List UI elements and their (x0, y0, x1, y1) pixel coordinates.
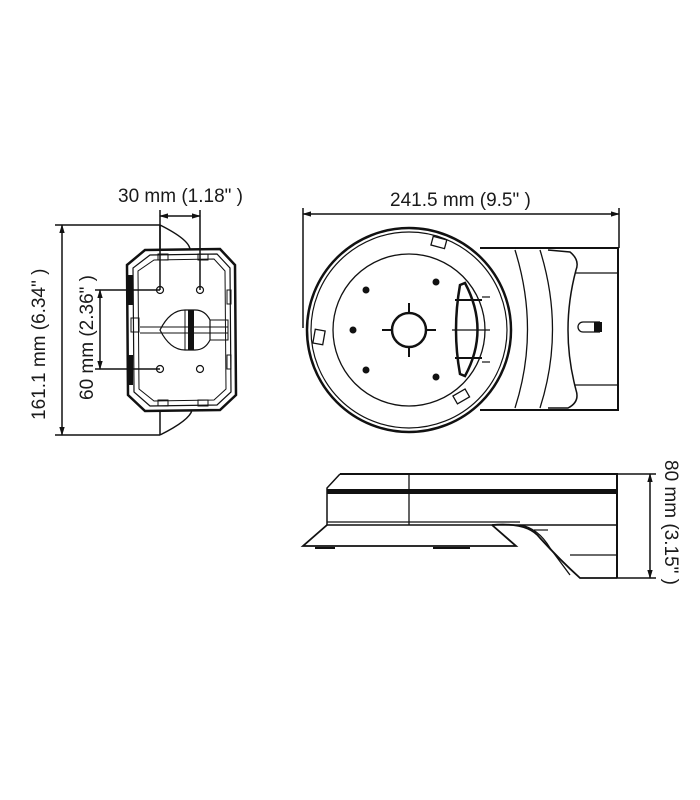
overall-length-label: 241.5 mm (9.5" ) (390, 190, 531, 211)
overall-height-label: 80 mm (3.15" ) (660, 460, 681, 585)
top-view-dimensions (302, 208, 620, 328)
rear-view-dimensions (55, 210, 201, 436)
hole-spacing-vertical-label: 60 mm (2.36" ) (77, 275, 98, 400)
side-view-dimensions (617, 473, 656, 579)
hole-spacing-horizontal-label: 30 mm (1.18" ) (118, 186, 243, 207)
side-view (300, 473, 618, 579)
rear-view (125, 224, 238, 436)
top-view (305, 226, 619, 434)
plate-height-label: 161.1 mm (6.34" ) (29, 269, 50, 420)
